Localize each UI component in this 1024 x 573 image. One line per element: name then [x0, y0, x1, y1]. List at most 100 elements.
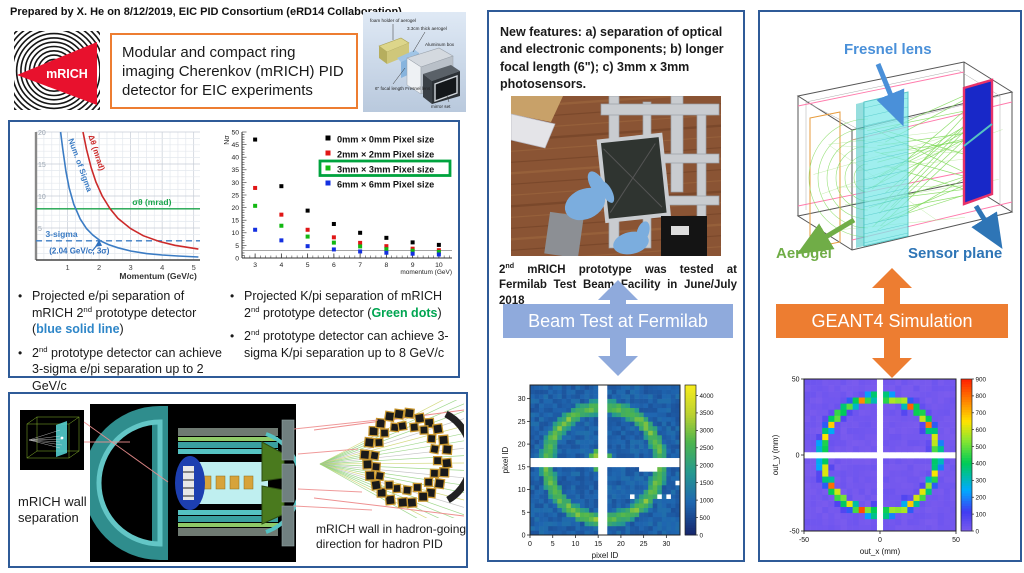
fresnel-lens-label: Fresnel lens — [844, 41, 932, 58]
svg-text:25: 25 — [231, 192, 239, 199]
prepared-by-line: Prepared by X. He on 8/12/2019, EIC PID … — [10, 6, 402, 18]
beam-test-banner: Beam Test at Fermilab — [503, 280, 733, 376]
svg-text:Δθ (mrad): Δθ (mrad) — [86, 134, 106, 172]
svg-text:out_y (mm): out_y (mm) — [771, 434, 780, 475]
svg-text:300: 300 — [976, 478, 987, 485]
svg-text:5: 5 — [235, 243, 239, 250]
svg-text:40: 40 — [231, 155, 239, 162]
sensor-plane-label: Sensor plane — [908, 245, 1002, 262]
svg-text:σθ (mrad): σθ (mrad) — [132, 197, 171, 207]
svg-text:20: 20 — [38, 130, 46, 137]
svg-text:2500: 2500 — [700, 445, 715, 452]
svg-text:0mm × 0mm Pixel size: 0mm × 0mm Pixel size — [337, 135, 434, 145]
svg-text:3500: 3500 — [700, 410, 715, 417]
geant4-banner: GEANT4 Simulation — [776, 268, 1008, 378]
svg-text:GEANT4 Simulation: GEANT4 Simulation — [811, 311, 972, 331]
svg-text:500: 500 — [976, 444, 987, 451]
svg-text:3000: 3000 — [700, 428, 715, 435]
svg-text:5: 5 — [38, 226, 42, 233]
page-title: Modular and compact ring imaging Cherenk… — [122, 44, 344, 100]
svg-text:1: 1 — [65, 263, 69, 272]
schematic-label-lens: 6" focal length Fresnel lens — [375, 86, 431, 91]
svg-text:out_x (mm): out_x (mm) — [860, 547, 901, 556]
bullet-dot: • — [230, 329, 235, 344]
svg-text:30: 30 — [231, 180, 239, 187]
svg-text:(2.04 GeV/c, 3σ): (2.04 GeV/c, 3σ) — [49, 247, 110, 256]
svg-text:600: 600 — [976, 427, 987, 434]
svg-text:15: 15 — [38, 162, 46, 169]
svg-text:5: 5 — [192, 263, 196, 272]
svg-text:0: 0 — [700, 532, 704, 539]
svg-text:0: 0 — [235, 255, 239, 262]
bullet-text: Projected e/pi separation of mRICH 2nd p… — [32, 289, 197, 337]
svg-text:Beam Test at Fermilab: Beam Test at Fermilab — [528, 311, 708, 331]
svg-text:50: 50 — [792, 377, 800, 384]
svg-text:4000: 4000 — [700, 393, 715, 400]
svg-text:6: 6 — [332, 262, 336, 269]
svg-text:15: 15 — [594, 541, 602, 548]
svg-text:pixel ID: pixel ID — [592, 551, 619, 560]
svg-text:900: 900 — [976, 376, 987, 383]
geant4-3d-view: Fresnel lens Aerogel Sensor plane — [776, 41, 1014, 262]
geant4-panel: Fresnel lens Aerogel Sensor plane GEANT4… — [758, 10, 1022, 562]
svg-text:5: 5 — [306, 262, 310, 269]
svg-text:25: 25 — [640, 541, 648, 548]
svg-text:3-sigma: 3-sigma — [45, 229, 77, 239]
svg-text:10: 10 — [572, 541, 580, 548]
beam-test-panel: New features: a) separation of optical a… — [487, 10, 745, 562]
svg-text:7: 7 — [358, 262, 362, 269]
svg-text:50: 50 — [231, 129, 239, 136]
svg-text:3: 3 — [129, 263, 133, 272]
bullet-dot: • — [18, 289, 23, 303]
schematic-label-aerogel: 3.3cm thick aerogel — [407, 26, 447, 31]
logo-triangle — [17, 42, 97, 105]
mrich-wall-hadron-label: mRICH wall in hadron-going direction for… — [316, 522, 467, 551]
svg-text:500: 500 — [700, 515, 711, 522]
svg-text:4: 4 — [279, 262, 283, 269]
svg-text:10: 10 — [518, 487, 526, 494]
svg-text:8: 8 — [384, 262, 388, 269]
svg-text:5: 5 — [551, 541, 555, 548]
bullet-item: •2nd prototype detector can achieve 3-si… — [18, 345, 224, 395]
svg-text:0: 0 — [976, 528, 980, 535]
svg-text:20: 20 — [231, 205, 239, 212]
bullet-text: 2nd prototype detector can achieve 3-sig… — [32, 344, 222, 393]
svg-text:0: 0 — [522, 533, 526, 540]
svg-text:1000: 1000 — [700, 497, 715, 504]
bullet-item: •2nd prototype detector can achieve 3-si… — [230, 328, 456, 361]
bullet-item: •Projected K/pi separation of mRICH 2nd … — [230, 288, 456, 321]
svg-text:Nσ: Nσ — [224, 135, 231, 145]
svg-text:0: 0 — [528, 541, 532, 548]
svg-text:100: 100 — [976, 511, 987, 518]
svg-text:momentum (GeV): momentum (GeV) — [400, 269, 452, 276]
aerogel-label: Aerogel — [776, 245, 832, 262]
new-features-text: New features: a) separation of optical a… — [500, 25, 724, 91]
svg-text:3mm × 3mm Pixel size: 3mm × 3mm Pixel size — [337, 165, 434, 175]
detector-cross-section-image — [90, 404, 296, 562]
svg-text:4: 4 — [160, 263, 164, 272]
svg-text:9: 9 — [411, 262, 415, 269]
mrich-wall-epi-label: mRICH wall e/π separation — [18, 494, 111, 526]
title-box: Modular and compact ring imaging Cherenk… — [110, 33, 358, 109]
svg-text:45: 45 — [231, 142, 239, 149]
schematic-label-foam: foam holder of aerogel — [370, 18, 416, 23]
svg-text:15: 15 — [518, 464, 526, 471]
svg-text:10: 10 — [435, 262, 443, 269]
svg-text:1500: 1500 — [700, 480, 715, 487]
svg-text:20: 20 — [617, 541, 625, 548]
mrich-logo: mRICH — [14, 31, 100, 110]
bullet-dot: • — [230, 289, 235, 303]
logo-rings: mRICH — [14, 31, 100, 110]
mrich-module-thumbnail — [20, 410, 84, 470]
svg-text:-50: -50 — [789, 529, 799, 536]
svg-text:30: 30 — [518, 396, 526, 403]
svg-text:25: 25 — [518, 419, 526, 426]
svg-text:2000: 2000 — [700, 463, 715, 470]
svg-text:20: 20 — [518, 442, 526, 449]
svg-text:5: 5 — [522, 510, 526, 517]
svg-text:2: 2 — [97, 263, 101, 272]
